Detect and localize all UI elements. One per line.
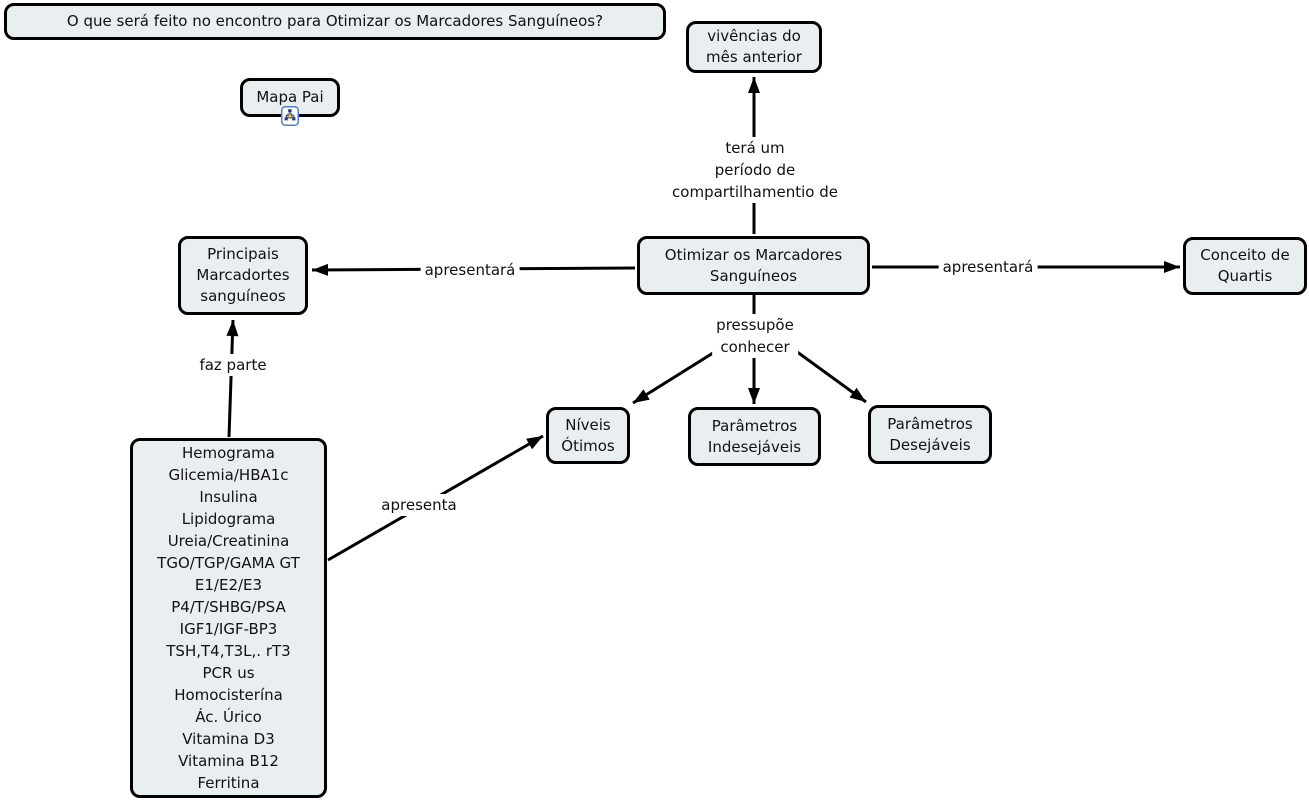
node-line: Indesejáveis [707, 437, 802, 456]
list-item: PCR us [202, 664, 255, 682]
node-mapa-pai[interactable]: Mapa Pai [240, 78, 340, 126]
question-label: O que será feito no encontro para Otimiz… [66, 12, 604, 30]
question-node[interactable]: O que será feito no encontro para Otimiz… [4, 3, 666, 40]
edge-label-apresentara-right[interactable]: apresentará [938, 256, 1038, 278]
node-line: Conceito de [1200, 246, 1290, 264]
list-item: Hemograma [182, 444, 275, 462]
node-line: Parâmetros [711, 416, 798, 435]
node-line: Níveis [565, 415, 611, 434]
node-line: Quartis [1217, 267, 1273, 285]
node-parametros-indesejaveis[interactable]: Parâmetros Indesejáveis [688, 407, 821, 466]
node-otimizar-os-marcadores-sanguineos[interactable]: Otimizar os Marcadores Sanguíneos [637, 236, 870, 295]
list-item: Ferritina [197, 774, 260, 792]
node-line: Parâmetros [887, 414, 973, 433]
node-principais-marcadores-sanguineos[interactable]: Principais Marcadortes sanguíneos [178, 236, 308, 315]
list-item: Homocisterína [174, 686, 283, 704]
node-conceito-de-quartis[interactable]: Conceito de Quartis [1183, 237, 1307, 295]
node-niveis-otimos[interactable]: Níveis Ótimos [546, 407, 630, 464]
list-item: Ureia/Creatinina [167, 532, 290, 550]
list-item: Vitamina B12 [178, 752, 279, 770]
node-line: Principais [207, 245, 279, 263]
edge-label-line: terá um [725, 139, 785, 157]
node-line: Otimizar os Marcadores [664, 245, 843, 264]
edge-label-line: pressupõe [716, 316, 794, 334]
node-line: Marcadortes [196, 266, 290, 284]
submap-icon[interactable] [281, 106, 299, 126]
edge-label-faz-parte[interactable]: faz parte [195, 354, 271, 376]
node-line: sanguíneos [200, 287, 286, 305]
list-item: Lipidograma [181, 510, 276, 528]
edge-label-apresenta[interactable]: apresenta [377, 494, 461, 516]
list-item: Insulina [199, 488, 258, 506]
node-line: Sanguíneos [709, 266, 798, 285]
node-vivencias-do-mes-anterior[interactable]: vivências do mês anterior [686, 21, 822, 73]
list-item: E1/E2/E3 [194, 576, 263, 594]
list-item: TGO/TGP/GAMA GT [157, 554, 300, 572]
node-line: vivências do [707, 27, 801, 45]
node-line: mês anterior [706, 48, 802, 66]
node-parametros-desejaveis[interactable]: Parâmetros Desejáveis [868, 405, 992, 464]
edge-label-tera-um-periodo[interactable]: terá um período de compartilhamentio de [668, 137, 842, 203]
edge-label-line: conhecer [720, 338, 790, 356]
list-item: IGF1/IGF-BP3 [179, 620, 278, 638]
list-item: Vitamina D3 [182, 730, 275, 748]
edge-label-line: período de [714, 161, 796, 179]
node-line: Ótimos [561, 436, 615, 455]
list-item: Glicemia/HBA1c [168, 466, 289, 484]
edge-label-pressupoe-conhecer[interactable]: pressupõe conhecer [712, 314, 798, 358]
edge-line-faz-parte [226, 319, 239, 438]
list-item: TSH,T4,T3L,. rT3 [166, 642, 291, 660]
list-item: Ác. Úrico [195, 708, 262, 726]
list-item: P4/T/SHBG/PSA [171, 598, 286, 616]
node-lista-marcadores[interactable]: Hemograma Glicemia/HBA1c Insulina Lipido… [130, 438, 327, 798]
edge-label-line: compartilhamentio de [672, 183, 838, 201]
edge-label-apresentara-left[interactable]: apresentará [420, 259, 520, 281]
node-line: Desejáveis [889, 435, 971, 454]
mapa-pai-label: Mapa Pai [256, 88, 324, 106]
